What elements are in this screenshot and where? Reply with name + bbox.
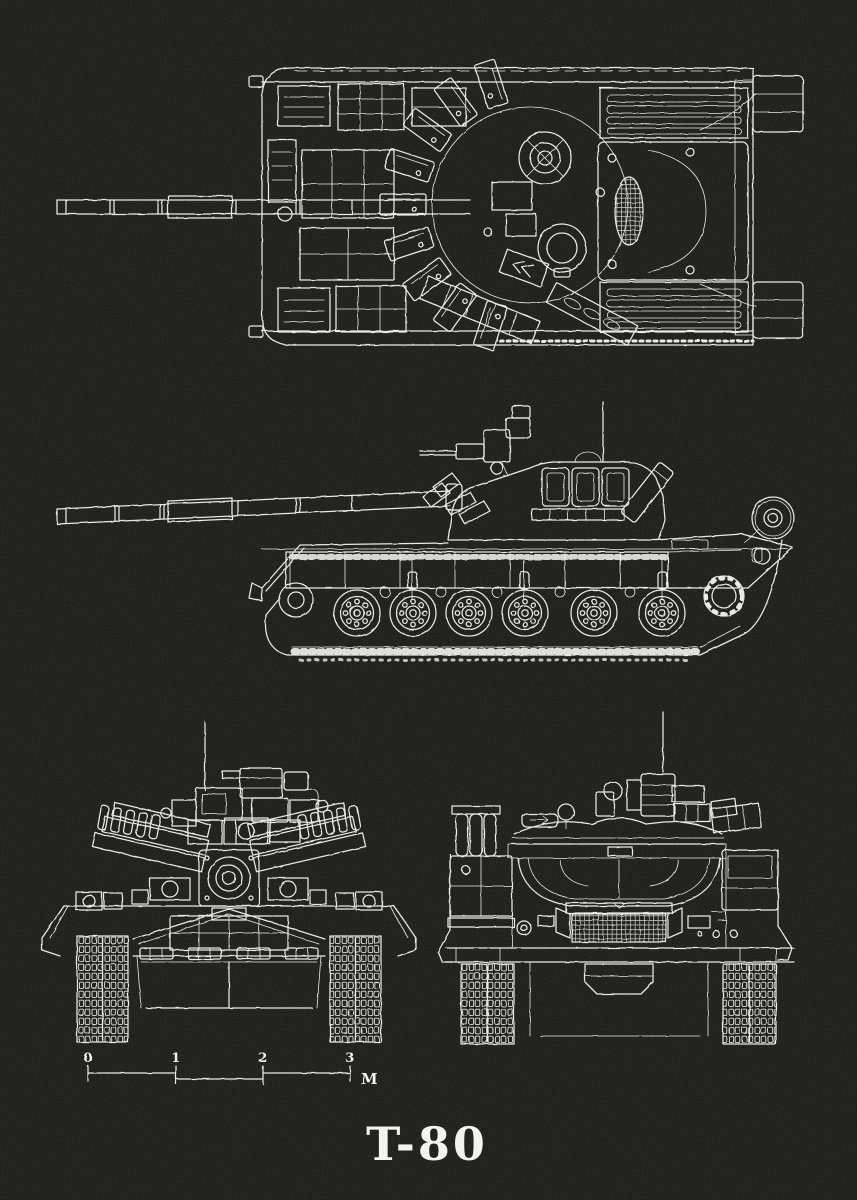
- poster-canvas: 0 1 2 3 M T-80: [0, 0, 857, 1200]
- film-grain-overlay: [0, 0, 857, 1200]
- blueprint-poster: 0 1 2 3 M T-80: [0, 0, 857, 1200]
